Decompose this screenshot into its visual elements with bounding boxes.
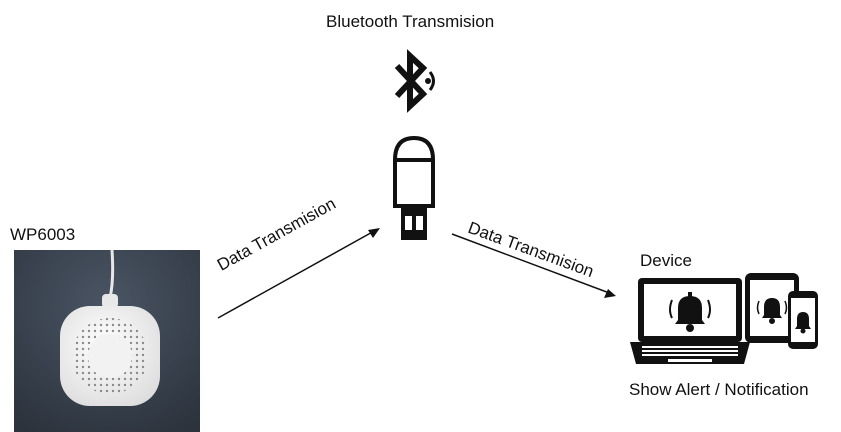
device-caption: Show Alert / Notification: [629, 380, 809, 399]
phone-bell-icon: [787, 290, 819, 350]
left-arrow: [212, 222, 384, 322]
sensor-photo: [14, 250, 200, 432]
right-arrow: [450, 228, 622, 302]
device-label: Device: [640, 251, 692, 270]
tablet-bell-icon: [744, 272, 800, 344]
sensor-label: WP6003: [10, 225, 76, 244]
usb-dongle-icon: [389, 134, 439, 244]
laptop-bell-icon: [628, 276, 752, 368]
bluetooth-title: Bluetooth Transmision: [326, 12, 495, 31]
bluetooth-signal-icon: [393, 48, 439, 114]
